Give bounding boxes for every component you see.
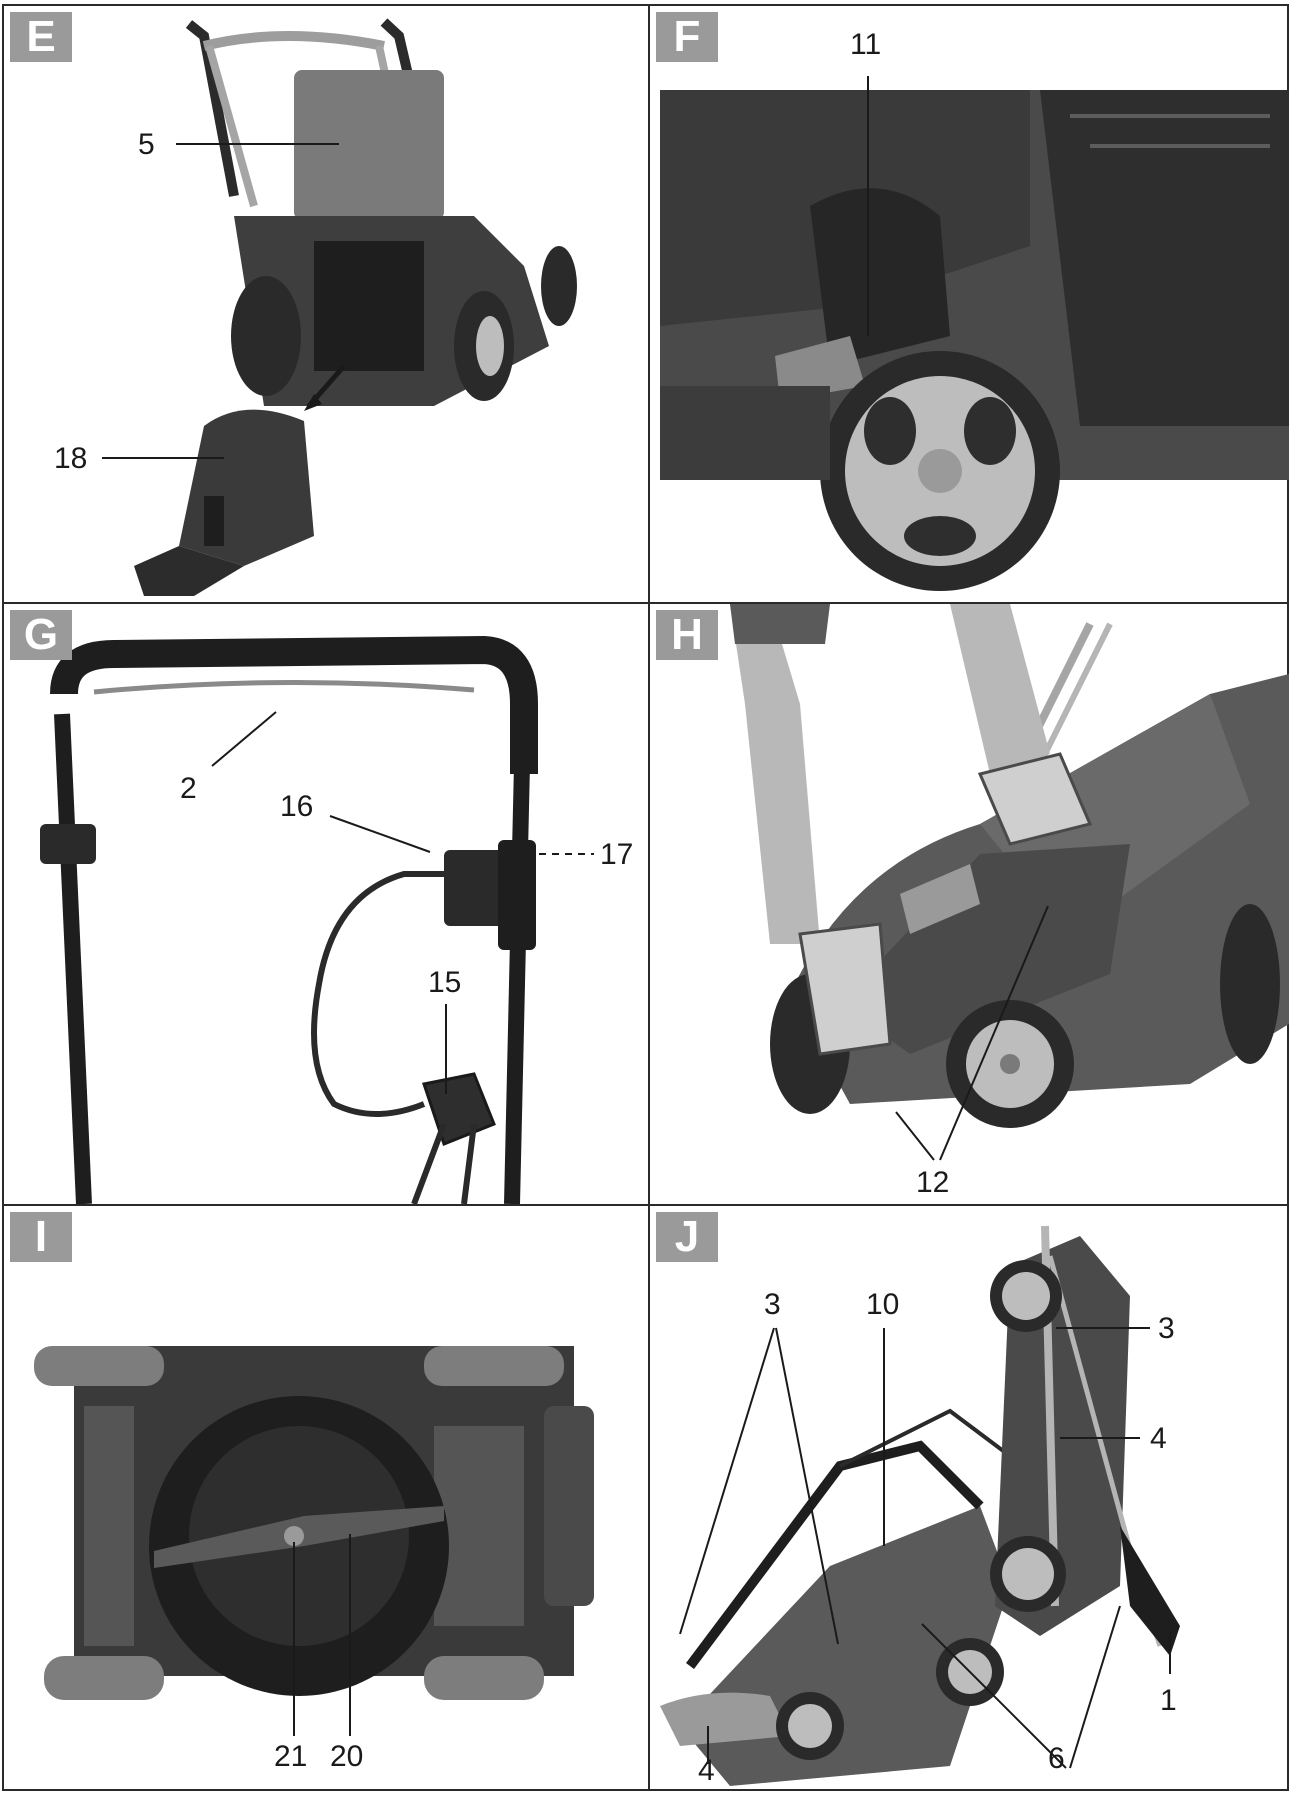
callout-12: 12 — [916, 1166, 950, 1199]
panel-g: G 2 16 17 15 — [4, 604, 648, 1204]
photo-cutting-height-lever — [660, 90, 1289, 591]
callout-21: 21 — [274, 1740, 308, 1773]
callout-4-right: 4 — [1150, 1422, 1167, 1455]
callout-6: 6 — [1048, 1742, 1065, 1775]
callout-5: 5 — [138, 128, 155, 161]
photo-folded-mower-storage — [660, 1225, 1180, 1786]
photo-handle-cable-strain-relief — [40, 635, 538, 1204]
panel-letter-g: G — [10, 610, 72, 660]
panel-letter-e: E — [10, 12, 72, 62]
photo-carrying-mower-by-handles — [730, 604, 1289, 1128]
photo-mower-grass-box-fitting — [134, 18, 577, 596]
callout-18: 18 — [54, 442, 88, 475]
callout-3-right: 3 — [1158, 1312, 1175, 1345]
photo-mower-underside-blade — [34, 1346, 594, 1700]
panel-i: I 21 20 — [4, 1206, 648, 1793]
grid-divider-horizontal-2 — [4, 1204, 1287, 1206]
callout-2: 2 — [180, 772, 197, 805]
callout-4-left: 4 — [698, 1754, 715, 1787]
callout-3-left: 3 — [764, 1288, 781, 1321]
grid-divider-vertical — [648, 6, 650, 1789]
callout-16: 16 — [280, 790, 314, 823]
figure-grid: E 5 18 F 11 — [2, 4, 1289, 1791]
panel-h: H 12 — [650, 604, 1289, 1204]
callout-10: 10 — [866, 1288, 900, 1321]
panel-j: J 3 10 3 4 1 6 4 — [650, 1206, 1289, 1793]
callout-1: 1 — [1160, 1684, 1177, 1717]
panel-letter-h: H — [656, 610, 718, 660]
callout-17: 17 — [600, 838, 634, 871]
callout-15: 15 — [428, 966, 462, 999]
panel-f: F 11 — [650, 6, 1289, 602]
callout-11: 11 — [850, 28, 882, 61]
panel-letter-f: F — [656, 12, 718, 62]
callout-20: 20 — [330, 1740, 364, 1773]
panel-letter-i: I — [10, 1212, 72, 1262]
grid-divider-horizontal-1 — [4, 602, 1287, 604]
panel-letter-j: J — [656, 1212, 718, 1262]
panel-e: E 5 18 — [4, 6, 648, 602]
